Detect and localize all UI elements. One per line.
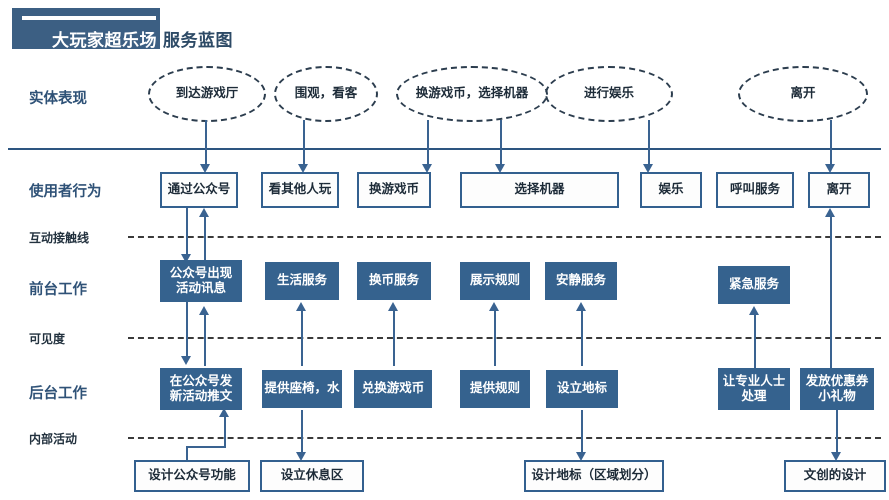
- frontstage-label-5: 安静服务: [555, 273, 606, 288]
- evidence-label-2: 围观，看客: [294, 86, 358, 101]
- user-action-box-7[interactable]: 离开: [808, 172, 870, 208]
- user-action-label-2: 看其他人玩: [268, 182, 332, 197]
- backstage-box-2[interactable]: 提供座椅，水: [262, 370, 342, 408]
- user-action-label-6: 呼叫服务: [729, 182, 780, 197]
- frontstage-label-6: 紧急服务: [728, 277, 779, 292]
- header-brand: 大玩家超乐场: [52, 31, 157, 50]
- row-label-user-actions: 使用者行为: [29, 184, 102, 200]
- internal-label-4: 文创的设计: [803, 468, 867, 483]
- divider-evidence-actions: [8, 148, 881, 150]
- user-action-box-5[interactable]: 娱乐: [640, 172, 702, 208]
- user-action-label-1: 通过公众号: [167, 182, 231, 197]
- internal-label-2: 设立休息区: [280, 468, 344, 483]
- user-action-label-7: 离开: [826, 182, 852, 197]
- frontstage-box-1[interactable]: 公众号出现 活动讯息: [160, 260, 242, 302]
- header-rule: [22, 16, 156, 20]
- evidence-label-4: 进行娱乐: [583, 86, 634, 101]
- frontstage-box-4[interactable]: 展示规则: [460, 262, 530, 300]
- frontstage-box-5[interactable]: 安静服务: [545, 262, 617, 300]
- frontstage-label-3: 换币服务: [368, 273, 419, 288]
- user-action-box-6[interactable]: 呼叫服务: [716, 172, 794, 208]
- user-action-label-3: 换游戏币: [368, 182, 419, 197]
- divider-interaction-line: [128, 236, 881, 238]
- backstage-box-1[interactable]: 在公众号发 新活动推文: [160, 368, 242, 410]
- user-action-label-4: 选择机器: [514, 182, 565, 197]
- backstage-box-7[interactable]: 发放优惠券 小礼物: [800, 368, 874, 410]
- frontstage-label-1: 公众号出现 活动讯息: [169, 265, 233, 295]
- backstage-label-4: 提供规则: [469, 381, 520, 396]
- backstage-label-1: 在公众号发 新活动推文: [169, 373, 233, 403]
- evidence-label-5: 离开: [790, 86, 816, 101]
- internal-box-3[interactable]: 设计地标（区域划分）: [524, 460, 664, 492]
- backstage-box-6[interactable]: 让专业人士 处理: [718, 368, 790, 410]
- internal-label-3: 设计地标（区域划分）: [531, 468, 657, 483]
- frontstage-label-4: 展示规则: [469, 273, 520, 288]
- user-action-box-2[interactable]: 看其他人玩: [261, 172, 339, 208]
- backstage-label-5: 设立地标: [556, 381, 607, 396]
- frontstage-box-2[interactable]: 生活服务: [265, 262, 339, 300]
- frontstage-label-2: 生活服务: [276, 273, 327, 288]
- header-subtitle: 服务蓝图: [163, 31, 233, 50]
- user-action-box-1[interactable]: 通过公众号: [160, 172, 238, 208]
- internal-box-2[interactable]: 设立休息区: [260, 460, 364, 492]
- row-label-frontstage: 前台工作: [29, 282, 87, 298]
- internal-box-4[interactable]: 文创的设计: [784, 460, 886, 492]
- row-label-interaction-line: 互动接触线: [29, 231, 90, 245]
- header-band: [12, 8, 160, 49]
- divider-visibility-line: [128, 337, 881, 339]
- backstage-box-4[interactable]: 提供规则: [460, 370, 530, 408]
- frontstage-box-6[interactable]: 紧急服务: [718, 266, 790, 304]
- evidence-ellipse-5[interactable]: 离开: [738, 66, 868, 122]
- backstage-label-6: 让专业人士 处理: [722, 373, 786, 403]
- evidence-ellipse-2[interactable]: 围观，看客: [274, 66, 378, 122]
- internal-label-1: 设计公众号功能: [148, 468, 236, 483]
- evidence-label-3: 换游戏币，选择机器: [415, 86, 529, 101]
- evidence-label-1: 到达游戏厅: [175, 86, 239, 101]
- evidence-ellipse-4[interactable]: 进行娱乐: [545, 66, 673, 122]
- evidence-ellipse-3[interactable]: 换游戏币，选择机器: [396, 66, 548, 122]
- frontstage-box-3[interactable]: 换币服务: [357, 262, 431, 300]
- backstage-box-3[interactable]: 兑换游戏币: [354, 370, 432, 408]
- user-action-label-5: 娱乐: [658, 182, 684, 197]
- row-label-internal-line: 内部活动: [29, 432, 78, 446]
- backstage-box-5[interactable]: 设立地标: [546, 370, 618, 408]
- row-label-visibility-line: 可见度: [29, 332, 66, 346]
- internal-box-1[interactable]: 设计公众号功能: [134, 460, 250, 492]
- backstage-label-2: 提供座椅，水: [264, 381, 340, 396]
- evidence-ellipse-1[interactable]: 到达游戏厅: [148, 66, 266, 122]
- row-label-backstage: 后台工作: [29, 386, 87, 402]
- user-action-box-3[interactable]: 换游戏币: [357, 172, 431, 208]
- divider-internal-line: [128, 437, 881, 439]
- backstage-label-3: 兑换游戏币: [361, 381, 425, 396]
- row-label-physical-evidence: 实体表现: [29, 91, 87, 107]
- backstage-label-7: 发放优惠券 小礼物: [805, 373, 869, 403]
- user-action-box-4[interactable]: 选择机器: [460, 172, 619, 208]
